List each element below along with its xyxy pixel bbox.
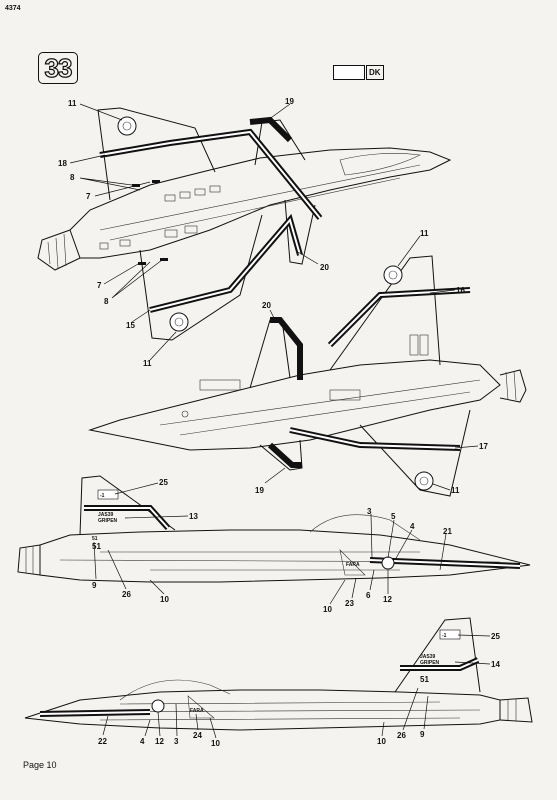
callout-7: 7 (86, 192, 91, 201)
callout-51: 51 (420, 675, 429, 684)
fara-marking: FARA (346, 562, 360, 568)
callout-7: 7 (97, 281, 102, 290)
callout-8: 8 (104, 297, 109, 306)
kit-code: 4374 (5, 5, 21, 12)
callout-11: 11 (451, 486, 460, 495)
callout-11: 11 (68, 99, 77, 108)
tail-mark: -1 (442, 633, 447, 639)
step-number: 33 (44, 53, 73, 83)
callout-3: 3 (174, 737, 179, 746)
callout-4: 4 (140, 737, 145, 746)
callout-19: 19 (285, 97, 294, 106)
page-number: Page 10 (23, 760, 57, 770)
callout-20: 20 (320, 263, 329, 272)
step-number-box: 33 (38, 52, 78, 84)
callout-19: 19 (255, 486, 264, 495)
gripen-marking: GRIPEN (98, 518, 118, 524)
fara-marking: FARA (190, 708, 204, 714)
callout-10: 10 (211, 739, 220, 748)
callout-3: 3 (367, 507, 372, 516)
callout-11: 11 (420, 229, 429, 238)
callout-17: 17 (479, 442, 488, 451)
aircraft-side-view-left: -1 JAS39 GRIPEN FARA 25 14 51 22 4 12 3 (24, 617, 533, 748)
callout-15: 15 (126, 321, 135, 330)
callout-23: 23 (345, 599, 354, 608)
callout-13: 13 (189, 512, 198, 521)
callout-14: 14 (491, 660, 500, 669)
aircraft-bottom-view: 11 16 20 17 19 11 (88, 229, 527, 497)
callout-10: 10 (323, 605, 332, 614)
aircraft-side-view-right: -1 JAS39 GRIPEN 51 FARA 25 13 51 9 (17, 475, 531, 614)
callout-9: 9 (92, 581, 97, 590)
callout-6: 6 (366, 591, 371, 600)
callout-26: 26 (122, 590, 131, 599)
callout-5: 5 (391, 512, 396, 521)
unit-number-marking: 51 (92, 536, 98, 542)
callout-25: 25 (159, 478, 168, 487)
callout-9: 9 (420, 730, 425, 739)
gripen-marking: GRIPEN (420, 660, 440, 666)
callout-16: 16 (456, 286, 465, 295)
callout-51: 51 (92, 542, 101, 551)
color-code: DK (366, 65, 384, 80)
callout-8: 8 (70, 173, 75, 182)
color-swatch (333, 65, 365, 80)
callout-26: 26 (397, 731, 406, 740)
callout-18: 18 (58, 159, 67, 168)
callout-10: 10 (377, 737, 386, 746)
callout-12: 12 (155, 737, 164, 746)
type-marking: JAS39 (420, 654, 436, 660)
callout-11: 11 (143, 359, 152, 368)
callout-20: 20 (262, 301, 271, 310)
callout-22: 22 (98, 737, 107, 746)
callout-24: 24 (193, 731, 202, 740)
callout-12: 12 (383, 595, 392, 604)
callout-21: 21 (443, 527, 452, 536)
callout-25: 25 (491, 632, 500, 641)
tail-mark: -1 (100, 493, 105, 499)
aircraft-top-view: 11 19 18 8 7 7 8 15 11 20 (37, 97, 452, 368)
callout-10: 10 (160, 595, 169, 604)
type-marking: JAS39 (98, 512, 114, 518)
callout-4: 4 (410, 522, 415, 531)
